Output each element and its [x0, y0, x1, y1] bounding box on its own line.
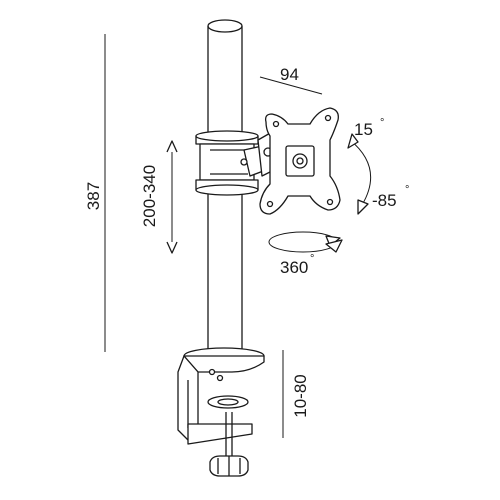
tilt-up-degree: °: [380, 117, 384, 129]
rotation-arrow: [268, 231, 343, 253]
rotation-degree: °: [310, 253, 314, 265]
height-collar: [195, 130, 267, 196]
pole: [207, 19, 243, 352]
rotation-label: 360: [280, 258, 308, 277]
tilt-down-degree: °: [405, 184, 409, 196]
total-height-label: 387: [84, 182, 103, 210]
desk-clamp: [177, 347, 265, 477]
height-adjust-arrow: [166, 140, 178, 254]
tilt-arrow: [347, 133, 371, 215]
tilt-up-label: 15: [354, 120, 373, 139]
arm-width-label: 94: [280, 65, 299, 84]
clamp-range-label: 10-80: [291, 374, 310, 417]
height-adjust-label: 200-340: [140, 165, 159, 227]
tilt-down-label: -85: [372, 191, 397, 210]
arm-width-line: [259, 76, 323, 95]
vesa-plate: [259, 107, 341, 215]
